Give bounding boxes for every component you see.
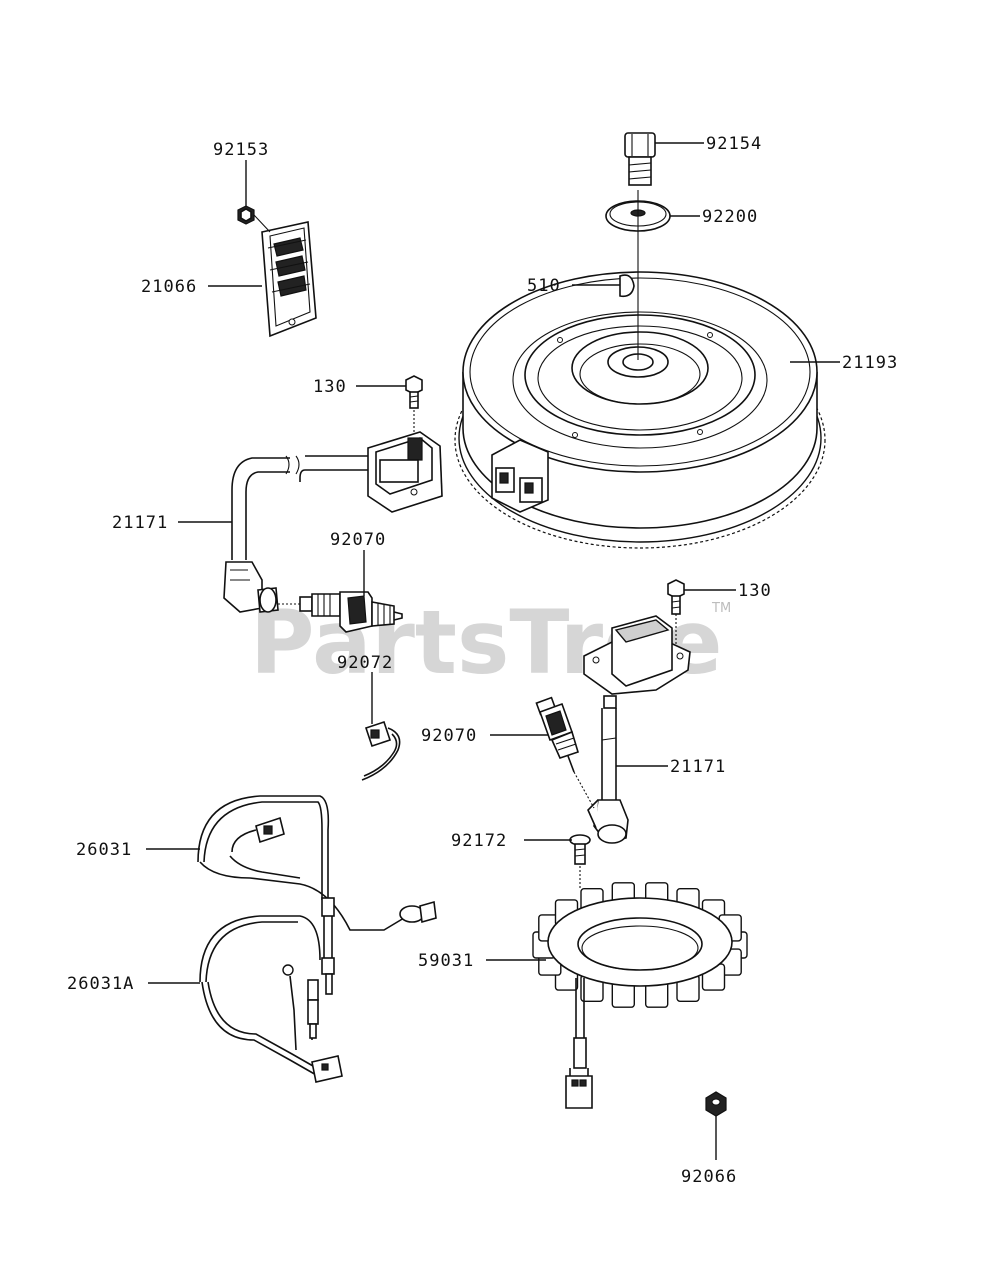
nut-92153-drawing[interactable] xyxy=(237,205,255,225)
part-label-130-right[interactable]: 130 xyxy=(738,581,772,601)
regulator-21066-drawing[interactable] xyxy=(253,214,317,338)
key-510-drawing[interactable] xyxy=(619,274,635,298)
part-label-92070-lower[interactable]: 92070 xyxy=(421,726,477,746)
part-label-92200[interactable]: 92200 xyxy=(702,207,758,227)
bolt-92172-drawing[interactable] xyxy=(569,834,591,890)
ignition-coil-21171-top-drawing[interactable] xyxy=(223,431,443,613)
part-label-92153[interactable]: 92153 xyxy=(213,140,269,160)
part-label-21171-lower[interactable]: 21171 xyxy=(670,757,726,777)
part-label-21066[interactable]: 21066 xyxy=(141,277,197,297)
ignition-coil-21171-lower-drawing[interactable] xyxy=(583,615,691,844)
spark-plug-92070-upper-drawing[interactable] xyxy=(278,591,403,633)
bolt-130-top-drawing[interactable] xyxy=(405,375,423,436)
nut-92066-drawing[interactable] xyxy=(705,1091,727,1117)
stator-59031-drawing[interactable] xyxy=(532,882,748,1109)
harness-26031-drawing[interactable] xyxy=(197,795,437,995)
part-label-92072[interactable]: 92072 xyxy=(337,653,393,673)
clip-92072-drawing[interactable] xyxy=(361,720,401,781)
part-label-21171-top[interactable]: 21171 xyxy=(112,513,168,533)
flywheel-drawing[interactable] xyxy=(454,271,826,549)
part-label-26031A[interactable]: 26031A xyxy=(67,974,134,994)
part-label-130-top[interactable]: 130 xyxy=(313,377,347,397)
part-label-92154[interactable]: 92154 xyxy=(706,134,762,154)
harness-26031A-drawing[interactable] xyxy=(199,915,343,1083)
part-label-92066[interactable]: 92066 xyxy=(681,1167,737,1187)
part-label-26031[interactable]: 26031 xyxy=(76,840,132,860)
part-label-92172[interactable]: 92172 xyxy=(451,831,507,851)
bolt-130-right-drawing[interactable] xyxy=(667,579,685,650)
bolt-92154-drawing[interactable] xyxy=(624,132,656,186)
leader-lines xyxy=(146,142,840,1160)
part-label-510[interactable]: 510 xyxy=(527,276,561,296)
spark-plug-92070-lower-drawing[interactable] xyxy=(535,696,595,809)
part-label-21193[interactable]: 21193 xyxy=(842,353,898,373)
part-labels: 92154 92200 510 21193 92153 21066 130 21… xyxy=(67,134,898,1187)
watermark-trademark: TM xyxy=(711,601,731,616)
part-label-92070-upper[interactable]: 92070 xyxy=(330,530,386,550)
part-label-59031[interactable]: 59031 xyxy=(418,951,474,971)
